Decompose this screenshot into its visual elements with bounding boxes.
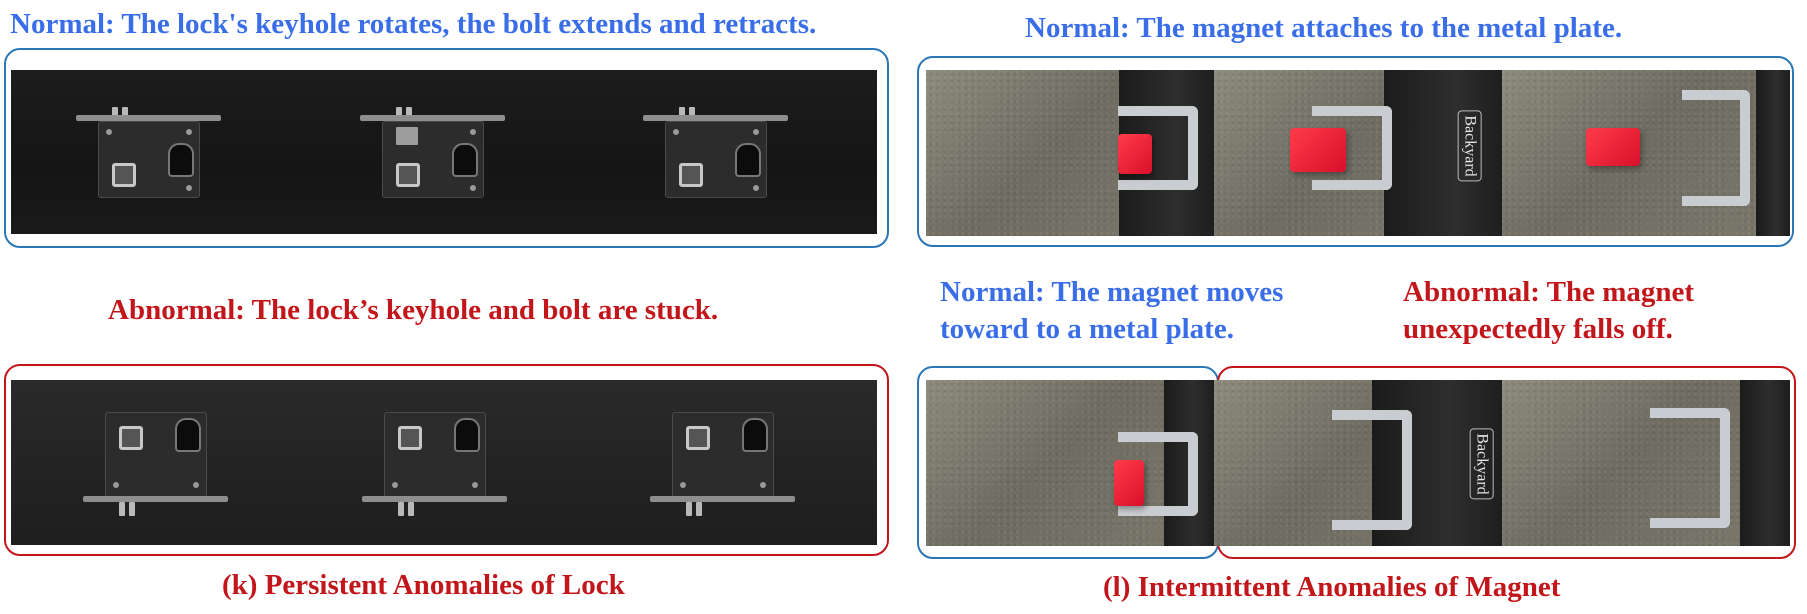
magnet-normal-frame-1 xyxy=(926,70,1214,236)
magnet-intermittent-frame-1 xyxy=(926,380,1214,546)
device-label: Backyard xyxy=(1469,428,1494,500)
magnet-block xyxy=(1118,134,1152,174)
lock-normal-frame-3 xyxy=(588,70,877,234)
lock-normal-box xyxy=(4,48,889,248)
magnet-normal-frame-2: Backyard xyxy=(1214,70,1502,236)
lock-normal-caption: Normal: The lock's keyhole rotates, the … xyxy=(10,8,817,40)
magnet-block xyxy=(1290,128,1346,172)
magnet-intermittent-frame-2: Backyard xyxy=(1214,380,1502,546)
magnet-abnormal-caption-line1: Abnormal: The magnet xyxy=(1403,276,1695,308)
lock-subfigure-caption: (k) Persistent Anomalies of Lock xyxy=(222,569,625,601)
device-label: Backyard xyxy=(1457,110,1482,182)
magnet-intermittent-strip: Backyard xyxy=(926,380,1790,546)
magnet-normal-frame-3 xyxy=(1502,70,1790,236)
lock-abnormal-strip xyxy=(11,380,877,545)
magnet-intermittent-frame-3 xyxy=(1502,380,1790,546)
magnet-normal-strip: Backyard xyxy=(926,70,1790,236)
lock-abnormal-frame-1 xyxy=(11,380,300,545)
lock-abnormal-box xyxy=(4,364,889,556)
lock-normal-strip xyxy=(11,70,877,234)
lock-normal-frame-1 xyxy=(11,70,300,234)
magnet-abnormal-caption-line2: unexpectedly falls off. xyxy=(1403,313,1673,345)
magnet-subfigure-caption: (l) Intermittent Anomalies of Magnet xyxy=(1103,571,1561,603)
lock-abnormal-caption: Abnormal: The lock’s keyhole and bolt ar… xyxy=(108,294,719,326)
magnet-normal2-caption-line2: toward to a metal plate. xyxy=(940,313,1234,345)
magnet-block xyxy=(1586,128,1640,166)
magnet-normal2-caption-line1: Normal: The magnet moves xyxy=(940,276,1284,308)
magnet-normal-caption: Normal: The magnet attaches to the metal… xyxy=(1025,12,1623,44)
magnet-block xyxy=(1114,460,1144,506)
lock-abnormal-frame-2 xyxy=(299,380,589,545)
lock-abnormal-frame-3 xyxy=(588,380,877,545)
lock-normal-frame-2 xyxy=(299,70,589,234)
magnet-normal-box xyxy=(917,56,1794,247)
